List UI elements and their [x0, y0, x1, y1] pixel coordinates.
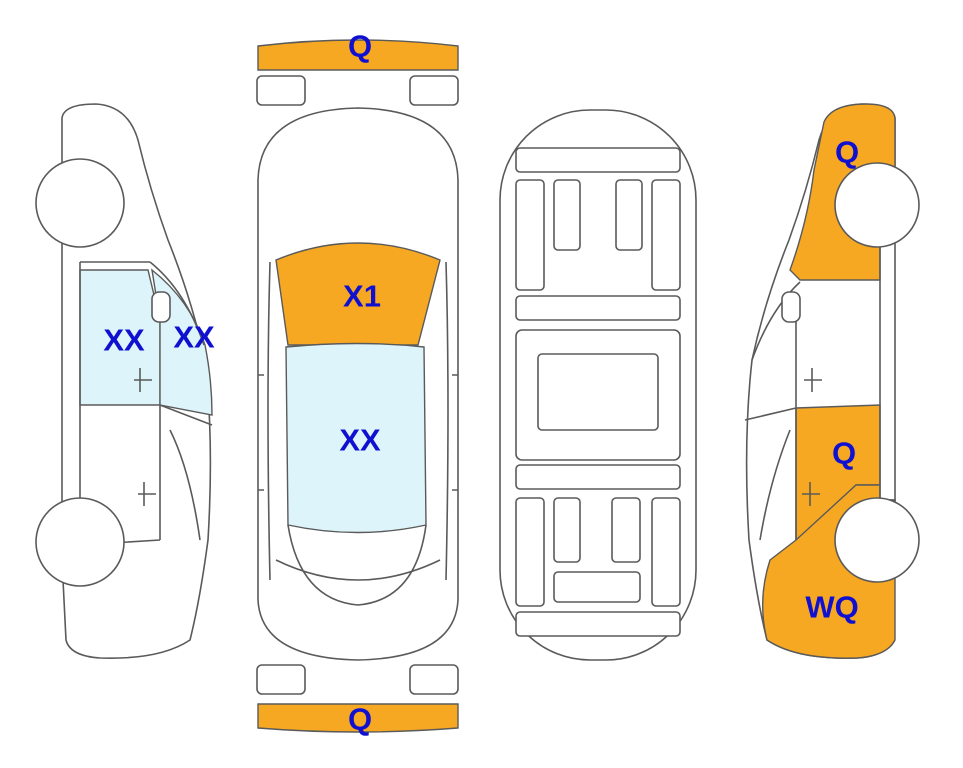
- right-side-view: Q Q WQ: [744, 103, 920, 659]
- right-front-handle: [804, 368, 822, 392]
- right-mirror: [781, 291, 801, 323]
- left-front-handle: [138, 482, 156, 506]
- right-rear-handle: [802, 482, 820, 506]
- underside-view: [499, 109, 697, 661]
- roof-label: XX: [339, 423, 381, 458]
- underside-panel: [515, 295, 681, 321]
- left-front-window-label: XX: [173, 320, 215, 355]
- underside-panel: [553, 571, 641, 603]
- front-bumper-top: [257, 39, 459, 71]
- rear-right-marker: [409, 664, 459, 695]
- left-rear-wheel: [35, 158, 125, 248]
- underside-panel: [537, 353, 659, 431]
- right-front-wheel: [834, 162, 920, 248]
- underside-panel: [553, 179, 581, 251]
- top-view: Q X1 XX Q: [256, 29, 459, 737]
- right-rear-quarter-label: WQ: [805, 590, 858, 625]
- left-rear-handle: [134, 368, 152, 392]
- front-right-marker: [409, 75, 459, 106]
- top-body-lines: [258, 261, 458, 606]
- left-rear-window-label: XX: [103, 323, 145, 358]
- underside-panel: [515, 147, 681, 173]
- underside-panel: [651, 497, 681, 607]
- left-front-wheel: [35, 497, 125, 587]
- underside-panel: [615, 179, 643, 251]
- right-body-lines: [744, 200, 895, 560]
- left-side-view: XX XX: [35, 103, 215, 659]
- rear-bumper-top: [257, 703, 459, 733]
- left-mirror: [151, 291, 171, 323]
- underside-panel: [651, 179, 681, 291]
- front-left-marker: [256, 75, 306, 106]
- right-rear-wheel: [834, 497, 920, 583]
- underside-panel: [515, 464, 681, 490]
- rear-left-marker: [256, 664, 306, 695]
- right-front-door-label: Q: [832, 436, 856, 471]
- underside-panel: [611, 497, 641, 563]
- rear-bumper-label: Q: [348, 702, 372, 737]
- windshield-label: X1: [343, 279, 381, 314]
- windshield: [275, 242, 441, 346]
- underside-panel: [515, 497, 545, 607]
- right-front-fender-label: Q: [835, 135, 859, 170]
- underside-panel: [515, 611, 681, 637]
- front-bumper-label: Q: [348, 29, 372, 64]
- underside-panel: [553, 497, 581, 563]
- underside-panel: [515, 179, 545, 291]
